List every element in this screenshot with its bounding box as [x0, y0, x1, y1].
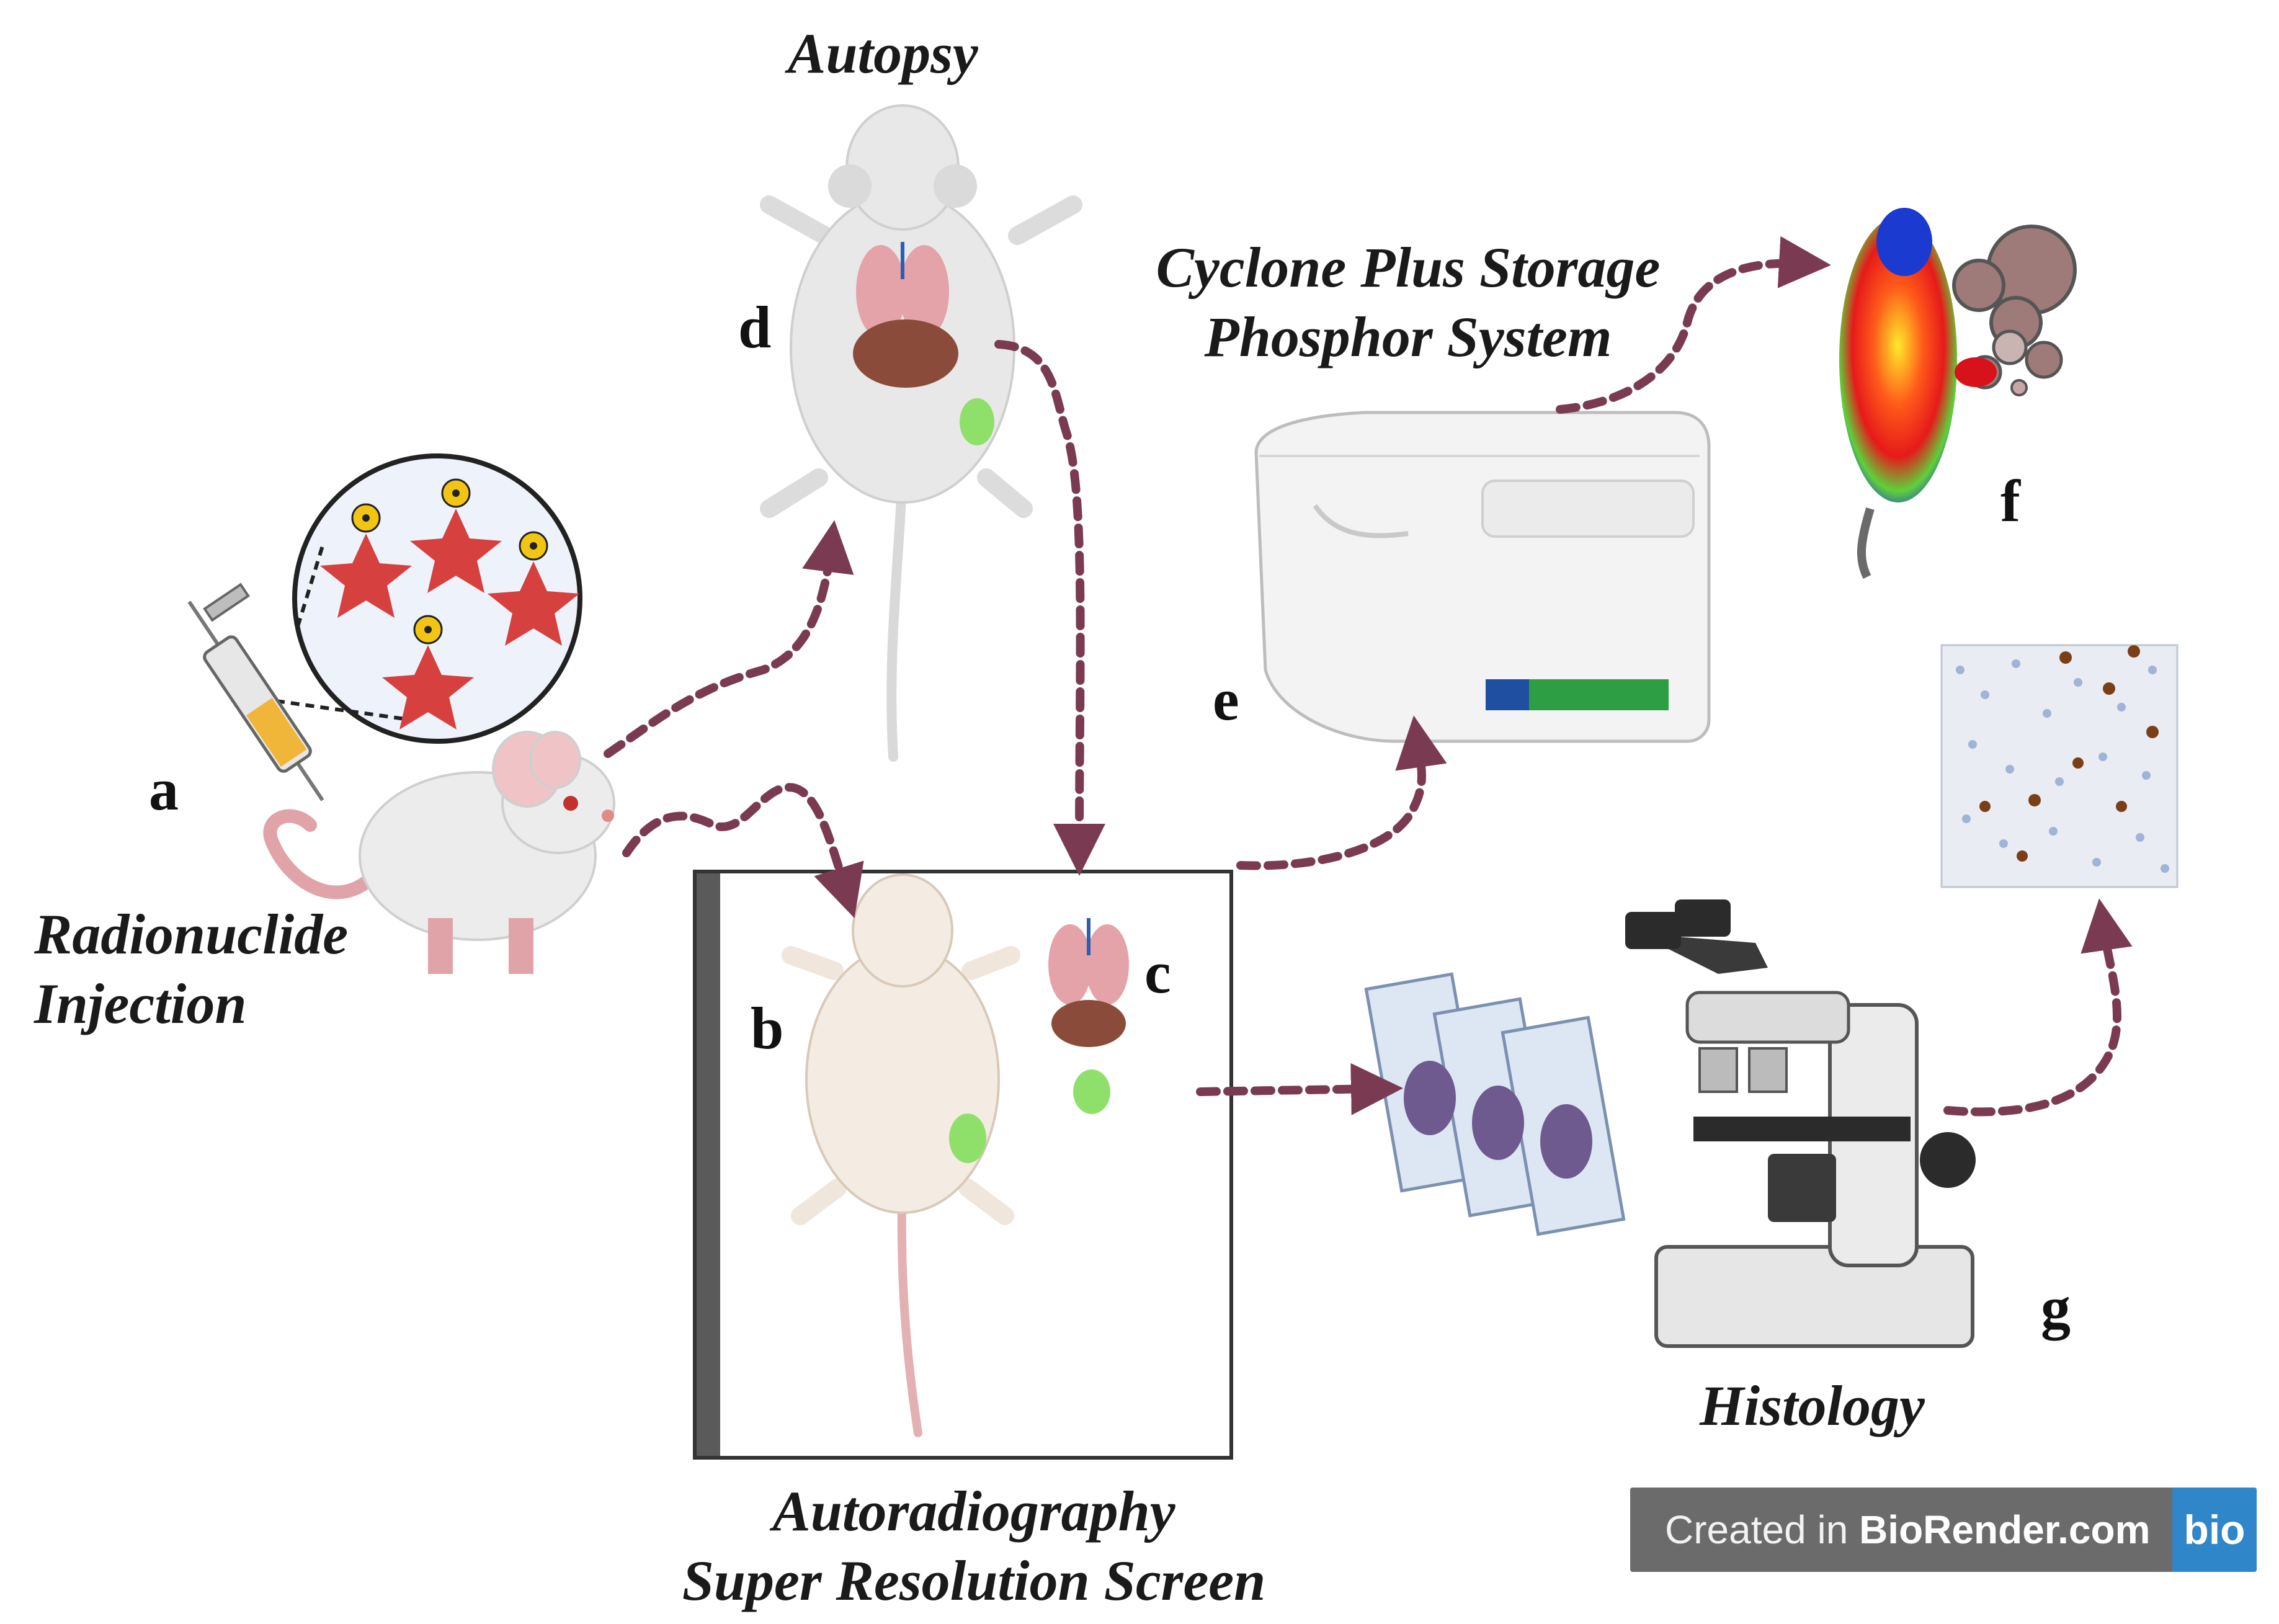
radionuclide-circle: [275, 453, 582, 744]
label-autopsy: Autopsy: [788, 22, 978, 85]
label-cyclone-line1: Cyclone Plus Storage: [1156, 236, 1661, 299]
workflow-arrows: [604, 236, 2133, 1117]
mouse-injection: [263, 731, 615, 974]
phosphor-image: [1839, 208, 2077, 579]
autoradiography-screen: [693, 870, 1233, 1460]
panel-letter-e: e: [1213, 666, 1239, 733]
label-autoradiography-line1: Autoradiography: [772, 1479, 1175, 1543]
histology-slides: [1364, 972, 1626, 1236]
label-radionuclide: Radionuclide Injection: [34, 899, 348, 1038]
panel-letter-a: a: [149, 756, 179, 823]
syringe-icon: [187, 582, 324, 801]
badge-prefix: Created in: [1665, 1507, 1860, 1552]
biorender-logo-icon: bio: [2172, 1488, 2257, 1572]
cyclone-device: [1254, 411, 1711, 743]
label-cyclone: Cyclone Plus Storage Phosphor System: [1129, 233, 1687, 372]
histology-image: [1940, 644, 2179, 888]
label-autoradiography: Autoradiography Super Resolution Screen: [645, 1476, 1303, 1615]
panel-letter-f: f: [2000, 468, 2020, 534]
panel-letter-g: g: [2041, 1274, 2071, 1341]
panel-letter-c: c: [1144, 939, 1171, 1006]
star-icon: [320, 509, 579, 729]
biorender-badge-text: Created in BioRender.com: [1630, 1507, 2172, 1553]
mouse-autopsy: [760, 104, 1082, 762]
badge-brand: BioRender.com: [1859, 1507, 2151, 1552]
label-radionuclide-line1: Radionuclide: [34, 903, 349, 966]
label-cyclone-line2: Phosphor System: [1204, 305, 1612, 369]
radiation-icon: [351, 478, 548, 645]
microscope-icon: [1625, 899, 1976, 1348]
panel-letter-d: d: [738, 294, 772, 360]
label-histology: Histology: [1700, 1374, 1925, 1437]
label-autoradiography-line2: Super Resolution Screen: [682, 1549, 1266, 1613]
panel-letter-b: b: [751, 995, 784, 1061]
biorender-badge[interactable]: Created in BioRender.com bio: [1630, 1488, 2257, 1572]
label-radionuclide-line2: Injection: [34, 972, 247, 1036]
